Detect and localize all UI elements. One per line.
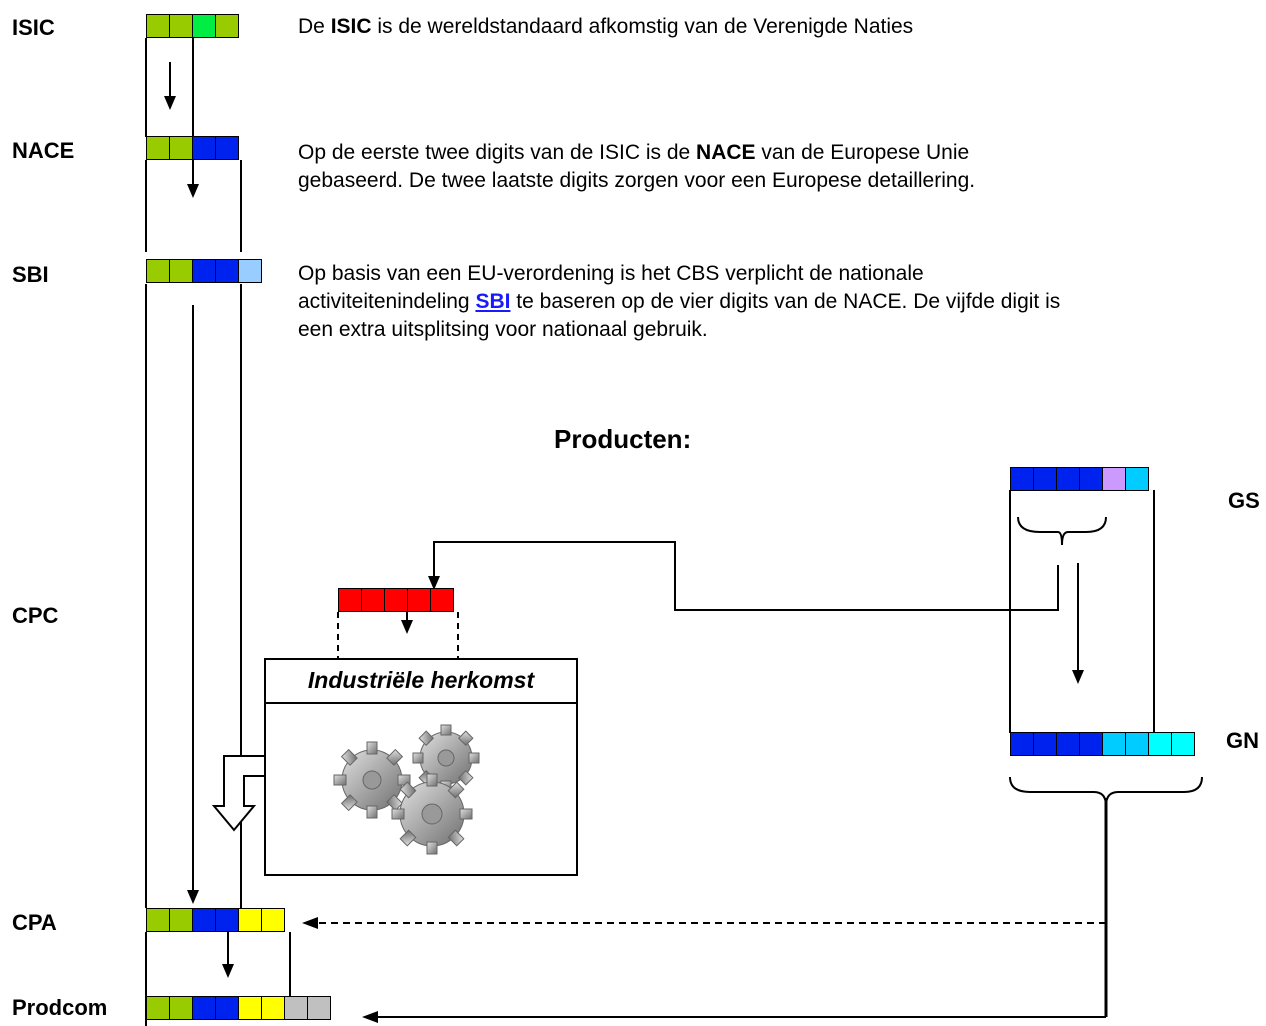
nace-digit: [215, 136, 239, 160]
digits-prodcom: [146, 996, 331, 1020]
digits-gn: [1010, 732, 1195, 756]
gears-icon: [333, 724, 480, 855]
gs-digit: [1010, 467, 1034, 491]
gn-digit: [1010, 732, 1034, 756]
gs-digit: [1079, 467, 1103, 491]
label-isic: ISIC: [12, 15, 55, 40]
gn-digit: [1056, 732, 1080, 756]
nace-digit: [192, 136, 216, 160]
prodcom-digit: [215, 996, 239, 1020]
digits-sbi: [146, 259, 262, 283]
digits-cpc: [338, 588, 454, 612]
brace-gs: [1017, 516, 1107, 546]
label-gn: GN: [1226, 728, 1259, 753]
gs-digit: [1125, 467, 1149, 491]
gn-digit: [1079, 732, 1103, 756]
sbi-desc-line3: een extra uitsplitsing voor nationaal ge…: [298, 318, 708, 341]
cpc-digit: [430, 588, 454, 612]
gs-digit: [1056, 467, 1080, 491]
digits-nace: [146, 136, 239, 160]
isic-digit: [215, 14, 239, 38]
sbi-digit: [169, 259, 193, 283]
brace-gn: [1009, 776, 1203, 807]
prodcom-digit: [238, 996, 262, 1020]
label-gs: GS: [1228, 488, 1260, 513]
gn-digit: [1033, 732, 1057, 756]
nace-digit: [146, 136, 170, 160]
arrow-isic-nace: [164, 96, 176, 110]
cpa-digit: [146, 908, 170, 932]
sbi-desc-line1: Op basis van een EU-verordening is het C…: [298, 262, 924, 285]
sbi-digit: [192, 259, 216, 283]
isic-desc-post: is de wereldstandaard afkomstig van de V…: [371, 15, 914, 38]
nace-desc-line2: gebaseerd. De twee laatste digits zorgen…: [298, 169, 976, 192]
sbi-digit: [238, 259, 262, 283]
industrial-origin-box: Industriële herkomst: [264, 658, 578, 876]
label-sbi: SBI: [12, 262, 49, 287]
arrow-to-cpa: [302, 917, 318, 929]
digits-gs: [1010, 467, 1149, 491]
prodcom-digit: [284, 996, 308, 1020]
prodcom-digit: [192, 996, 216, 1020]
arrow-to-prodcom: [362, 1011, 378, 1023]
gs-digit: [1033, 467, 1057, 491]
description-isic: De ISIC is de wereldstandaard afkomstig …: [298, 13, 913, 41]
isic-desc-pre: De: [298, 15, 331, 38]
industrial-origin-title: Industriële herkomst: [266, 660, 576, 704]
gn-digit: [1102, 732, 1126, 756]
cpc-digit: [384, 588, 408, 612]
gs-digit: [1102, 467, 1126, 491]
prodcom-digit: [261, 996, 285, 1020]
digits-isic: [146, 14, 239, 38]
nace-desc-pre: Op de eerste twee digits van de ISIC is …: [298, 141, 697, 164]
isic-digit: [169, 14, 193, 38]
cpa-digit: [169, 908, 193, 932]
gn-digit: [1125, 732, 1149, 756]
nace-desc-post: van de Europese Unie: [755, 141, 970, 164]
gn-digit: [1171, 732, 1195, 756]
prodcom-digit: [307, 996, 331, 1020]
label-prodcom: Prodcom: [12, 995, 108, 1020]
cpc-digit: [338, 588, 362, 612]
gn-digit: [1148, 732, 1172, 756]
description-nace: Op de eerste twee digits van de ISIC is …: [298, 139, 975, 195]
isic-digit: [146, 14, 170, 38]
isic-digit: [192, 14, 216, 38]
description-sbi: Op basis van een EU-verordening is het C…: [298, 260, 1060, 344]
isic-desc-bold: ISIC: [330, 15, 372, 38]
label-nace: NACE: [12, 138, 75, 163]
digits-cpa: [146, 908, 285, 932]
products-heading: Producten:: [554, 424, 692, 454]
prodcom-digit: [146, 996, 170, 1020]
sbi-desc-post2: te baseren op de vier digits van de NACE…: [510, 290, 1061, 313]
cpc-digit: [361, 588, 385, 612]
sbi-desc-pre2: activiteitenindeling: [298, 290, 476, 313]
cpa-digit: [238, 908, 262, 932]
cpc-digit: [407, 588, 431, 612]
cpa-digit: [192, 908, 216, 932]
label-cpc: CPC: [12, 603, 59, 628]
cpa-digit: [215, 908, 239, 932]
sbi-link[interactable]: SBI: [475, 290, 511, 313]
nace-digit: [169, 136, 193, 160]
prodcom-digit: [169, 996, 193, 1020]
sbi-digit: [215, 259, 239, 283]
nace-desc-bold: NACE: [696, 141, 756, 164]
sbi-digit: [146, 259, 170, 283]
cpa-digit: [261, 908, 285, 932]
label-cpa: CPA: [12, 910, 57, 935]
